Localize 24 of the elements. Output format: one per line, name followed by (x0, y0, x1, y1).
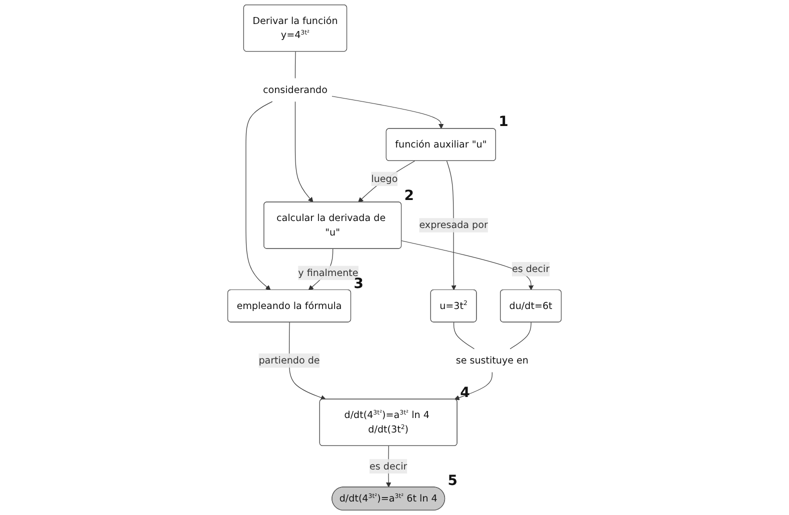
linking-phrase: considerando (262, 84, 328, 96)
concept-box: d/dt(4$^{3t²}$)=a$^{3t²}$ ln 4 d/dt(3t$^{2}$) (319, 398, 458, 446)
edge-label: es decir (370, 459, 408, 474)
arrow (246, 101, 273, 290)
result-ellipse: d/dt(4$^{3t²}$)=a$^{3t²}$ 6t ln 4 (332, 486, 446, 511)
arrow (446, 160, 456, 290)
concept-box: du/dt=6t (500, 289, 562, 322)
arrow (294, 101, 314, 202)
edge-label: es decir (512, 262, 550, 276)
arrow (454, 372, 492, 400)
concept-box: u=3t$^{2}$ (430, 289, 477, 322)
linking-phrase: se sustituye en (456, 354, 528, 366)
edge-label: luego (371, 172, 398, 186)
callout-number: 1 (498, 114, 508, 130)
callout-number: 2 (404, 188, 414, 204)
concept-box: empleando la fórmula (227, 289, 352, 322)
callout-number: 5 (448, 472, 458, 489)
edge-label: expresada por (419, 218, 488, 232)
arrow (401, 240, 534, 290)
concept-box: calcular la derivada de "u" (264, 202, 402, 249)
arrow (332, 96, 444, 129)
concept-box: Derivar la función y=4$^{3t²}$ (243, 4, 348, 52)
edge-label: partiendo de (258, 353, 320, 368)
concept-box: función auxiliar "u" (386, 128, 496, 162)
